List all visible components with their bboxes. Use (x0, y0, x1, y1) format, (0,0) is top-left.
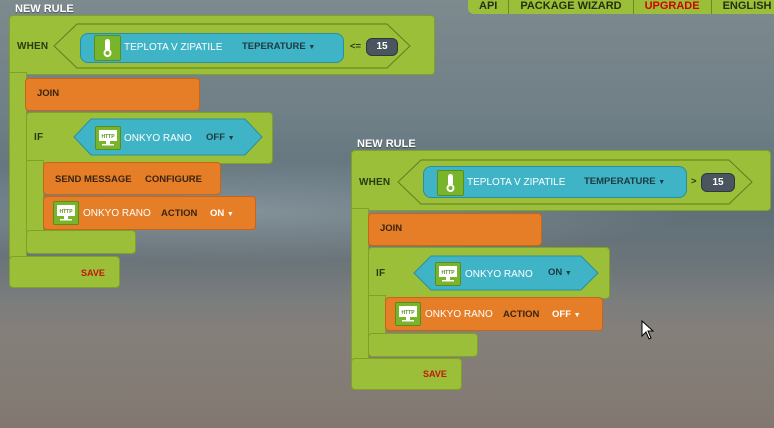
join-label: JOIN (380, 223, 403, 234)
sensor-property-dropdown[interactable]: TEPERATURE ▼ (242, 41, 315, 52)
chevron-down-icon: ▼ (226, 211, 234, 218)
if-spine (26, 160, 44, 234)
join-label: JOIN (37, 88, 60, 99)
thermometer-icon (94, 35, 121, 61)
http-icon: HTTP (435, 262, 461, 286)
http-icon: HTTP (95, 126, 121, 150)
operator[interactable]: <= (350, 41, 362, 52)
sensor-name: TEPLOTA V ZIPATILE (467, 177, 566, 188)
if-footer (368, 333, 478, 357)
action-label: ACTION (161, 208, 198, 219)
when-label: WHEN (17, 41, 49, 52)
sensor-block[interactable] (423, 166, 687, 198)
thermometer-icon (437, 170, 464, 196)
if-state-value: ON (548, 267, 563, 278)
if-state-dropdown[interactable]: ON ▼ (548, 267, 572, 278)
svg-text:HTTP: HTTP (101, 134, 115, 140)
if-state-dropdown[interactable]: OFF ▼ (206, 132, 235, 143)
chevron-down-icon: ▼ (658, 179, 666, 186)
nav-package-wizard[interactable]: PACKAGE WIZARD (509, 0, 634, 14)
chevron-down-icon: ▼ (573, 312, 581, 319)
save-block (351, 358, 462, 390)
when-label: WHEN (359, 177, 391, 188)
nav-api[interactable]: API (468, 0, 510, 14)
if-device-name: ONKYO RANO (465, 269, 533, 280)
mouse-cursor-icon (641, 320, 655, 340)
if-device-name: ONKYO RANO (124, 133, 192, 144)
value-field[interactable]: 15 (366, 38, 398, 56)
http-icon: HTTP (395, 302, 421, 326)
sensor-property-value: TEPERATURE (242, 41, 306, 52)
rule-title: NEW RULE (357, 138, 416, 150)
nav-language[interactable]: ENGLISH (712, 0, 774, 14)
if-hexagon (73, 118, 263, 156)
send-message-label: SEND MESSAGE (55, 174, 132, 185)
svg-text:HTTP: HTTP (59, 209, 73, 215)
if-state-value: OFF (206, 132, 225, 143)
action-device-name: ONKYO RANO (425, 309, 493, 320)
join-block[interactable] (25, 78, 200, 111)
operator[interactable]: > (691, 176, 697, 187)
svg-text:HTTP: HTTP (441, 270, 455, 276)
save-block (9, 256, 120, 288)
chevron-down-icon: ▼ (227, 135, 235, 142)
save-button[interactable]: SAVE (423, 369, 447, 379)
action-value: OFF (552, 309, 571, 320)
action-value-dropdown[interactable]: OFF ▼ (552, 309, 581, 320)
nav-upgrade[interactable]: UPGRADE (634, 0, 712, 14)
value-field[interactable]: 15 (701, 173, 735, 192)
if-label: IF (376, 268, 386, 279)
action-value: ON (210, 208, 225, 219)
rule-spine (351, 208, 369, 362)
sensor-name: TEPLOTA V ZIPATILE (124, 42, 223, 53)
send-message-value[interactable]: CONFIGURE (145, 174, 202, 185)
action-device-name: ONKYO RANO (83, 208, 151, 219)
action-block[interactable] (385, 297, 603, 331)
send-message-block[interactable] (43, 162, 221, 195)
http-icon: HTTP (53, 201, 79, 225)
if-footer (26, 230, 136, 254)
svg-text:HTTP: HTTP (401, 310, 415, 316)
if-label: IF (34, 132, 44, 143)
save-button[interactable]: SAVE (81, 268, 105, 278)
sensor-property-dropdown[interactable]: TEMPERATURE ▼ (584, 176, 665, 187)
action-label: ACTION (503, 309, 540, 320)
sensor-block[interactable] (80, 33, 344, 63)
join-block[interactable] (368, 213, 542, 246)
sensor-property-value: TEMPERATURE (584, 176, 656, 187)
chevron-down-icon: ▼ (564, 270, 572, 277)
rule-title: NEW RULE (15, 3, 74, 15)
top-navigation: API PACKAGE WIZARD UPGRADE ENGLISH (468, 0, 774, 14)
action-value-dropdown[interactable]: ON ▼ (210, 208, 234, 219)
chevron-down-icon: ▼ (308, 44, 316, 51)
